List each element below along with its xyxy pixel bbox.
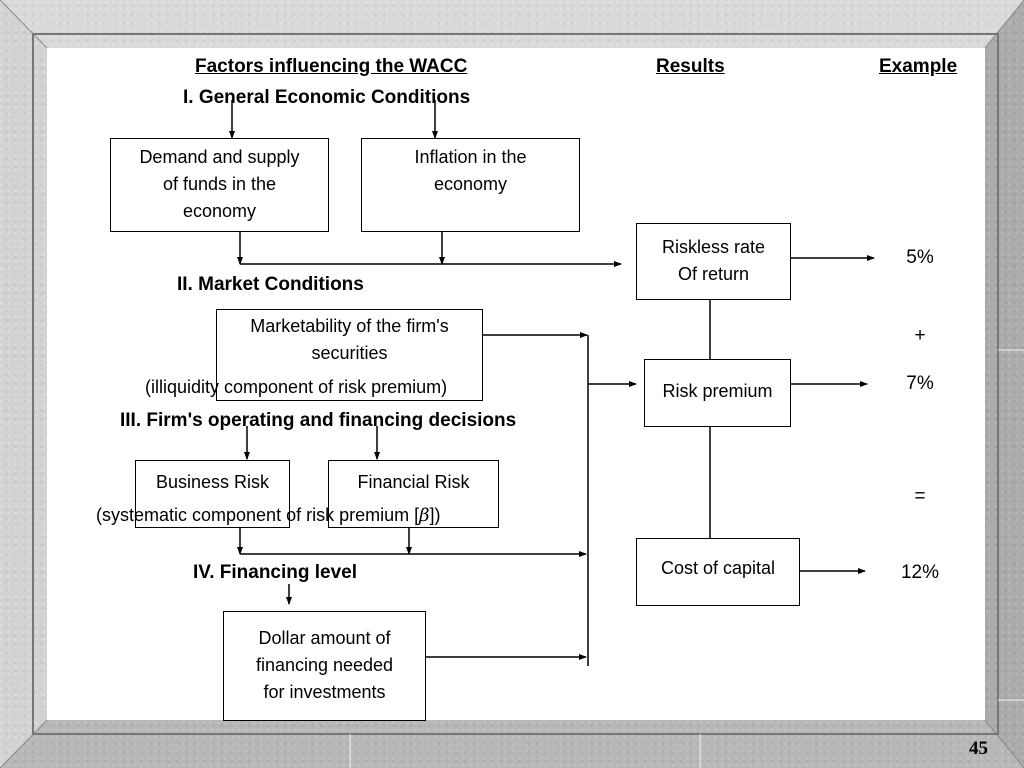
example-cost-value: 12% [900,562,940,583]
note-systematic-text: (systematic component of risk premium [ [96,505,420,525]
box-line: Riskless rate [661,237,766,257]
box-line: Business Risk [155,472,270,492]
box-cost-of-capital: Cost of capital [636,538,800,606]
header-factors: Factors influencing the WACC [195,56,468,77]
example-plus-sign: + [914,325,926,346]
box-line: Inflation in the [414,147,527,167]
page-number: 45 [969,738,988,759]
box-business-risk: Business Risk [135,460,290,528]
flow-connectors [229,100,875,666]
box-inflation: Inflation in the economy [361,138,580,232]
example-riskless-value: 5% [906,247,934,268]
box-dollar-amount: Dollar amount of financing needed for in… [223,611,426,721]
box-financial-risk: Financial Risk [328,460,499,528]
box-line: for investments [263,682,386,702]
example-equals-sign: = [914,486,926,507]
box-line: Marketability of the firm's [250,316,449,336]
box-line: Dollar amount of [258,628,391,648]
box-demand-supply-funds: Demand and supply of funds in the econom… [110,138,329,232]
example-premium-value: 7% [906,373,934,394]
note-systematic-close: ]) [429,505,441,525]
section-market-conditions: II. Market Conditions [177,274,364,295]
note-illiquidity: (illiquidity component of risk premium) [145,377,448,397]
box-line: economy [433,174,508,194]
box-line: financing needed [255,655,394,675]
box-line: Risk premium [662,381,773,401]
section-firm-decisions: III. Firm's operating and financing deci… [120,410,517,431]
box-line: securities [311,343,388,363]
box-risk-premium: Risk premium [644,359,791,427]
box-marketability: Marketability of the firm's securities [216,309,483,401]
section-general-economic: I. General Economic Conditions [183,87,471,108]
box-riskless-rate: Riskless rate Of return [636,223,791,300]
note-systematic: (systematic component of risk premium [β… [96,505,441,526]
section-financing-level: IV. Financing level [193,562,358,583]
box-line: economy [182,201,257,221]
header-results: Results [656,56,725,77]
slide-content: Factors influencing the WACC Results Exa… [47,48,985,721]
box-line: Financial Risk [357,472,470,492]
box-line: of funds in the [162,174,277,194]
box-line: Demand and supply [139,147,300,167]
header-example: Example [879,56,958,77]
beta-symbol: β [419,505,430,526]
box-line: Of return [677,264,750,284]
box-line: Cost of capital [660,558,776,578]
